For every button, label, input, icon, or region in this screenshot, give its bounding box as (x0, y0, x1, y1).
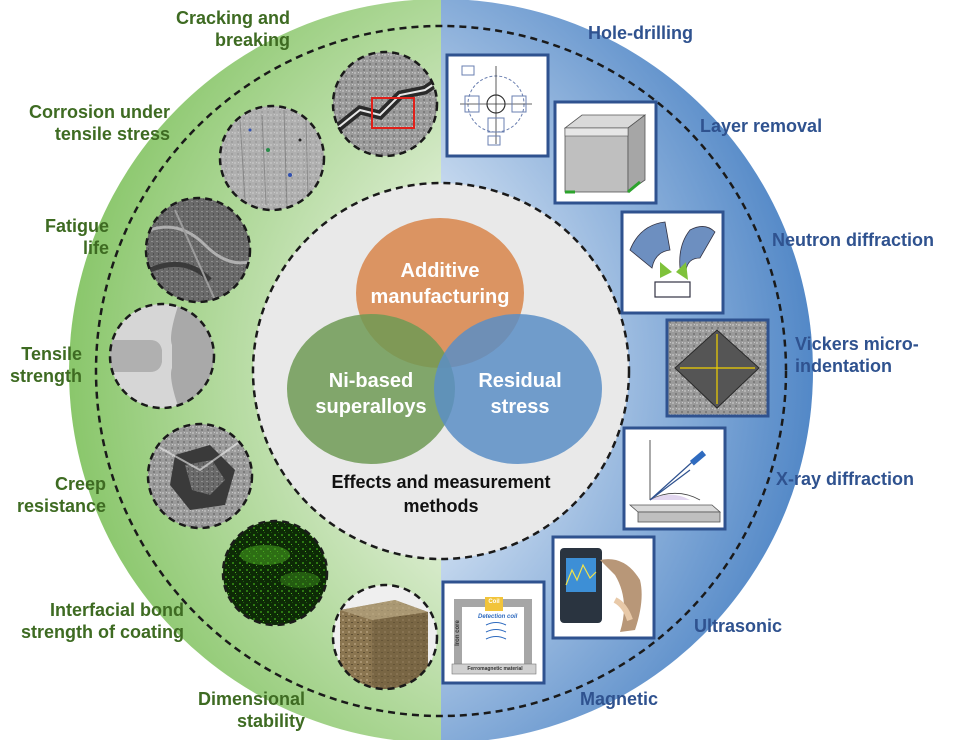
center-disc (251, 181, 631, 561)
label-ultrasonic: Ultrasonic (694, 616, 783, 636)
magnetic-ferromagnetic-label: Ferromagnetic material (467, 666, 523, 672)
label-magnetic: Magnetic (580, 689, 659, 709)
magnetic-detection-coil-label: Detection coil (478, 614, 518, 620)
image-fatigue (144, 196, 252, 304)
image-cracking (331, 50, 439, 158)
image-ultrasonic (551, 535, 656, 640)
image-creep (146, 422, 254, 530)
magnetic-coil-label: Coil (488, 599, 500, 605)
label-layer-removal: Layer removal (700, 116, 823, 136)
label-vickers-micro-indentation: Vickers micro-indentation (795, 334, 919, 376)
image-vickers (665, 318, 770, 418)
image-xray-diffraction (622, 426, 727, 531)
magnetic-iron-core-label: Iron core (455, 620, 461, 646)
label-x-ray-diffraction: X-ray diffraction (776, 469, 915, 489)
image-layer-removal (553, 100, 658, 205)
venn-ni-based-superalloys (287, 314, 455, 464)
image-hole-drilling (445, 53, 550, 158)
image-neutron-diffraction (620, 210, 725, 315)
image-magnetic (441, 580, 546, 685)
image-coating (221, 519, 329, 627)
label-neutron-diffraction: Neutron diffraction (772, 230, 934, 250)
venn-residual-stress (434, 314, 602, 464)
image-corrosion (218, 104, 326, 212)
image-dimensional (331, 583, 439, 691)
label-hole-drilling: Hole-drilling (588, 23, 693, 43)
